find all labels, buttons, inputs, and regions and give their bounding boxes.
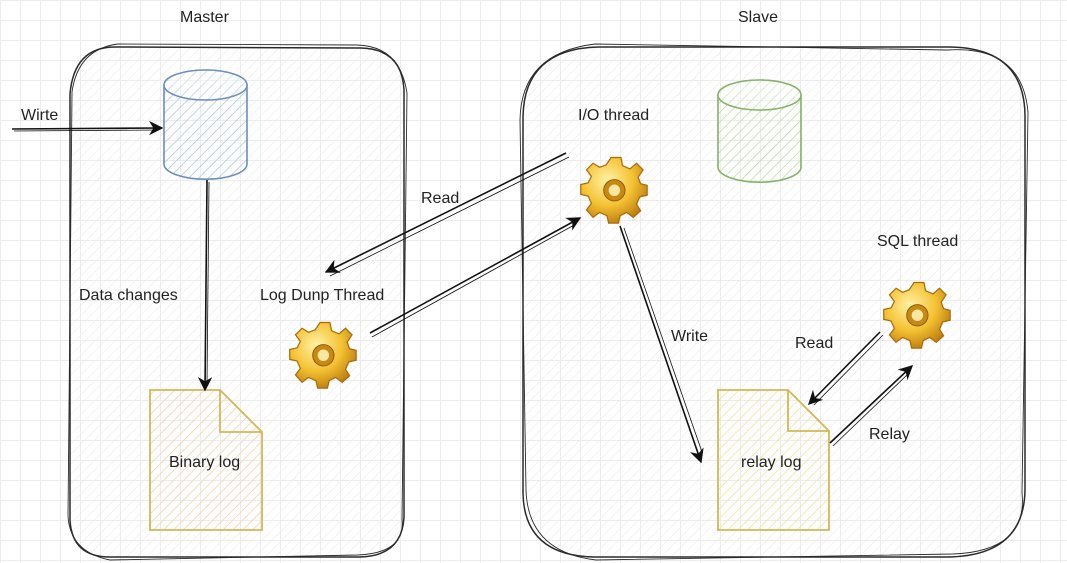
sql-thread-label: SQL thread bbox=[877, 233, 959, 250]
write-relay-arrow bbox=[619, 225, 704, 464]
slave-database-icon bbox=[717, 79, 802, 183]
write-in-label: Wirte bbox=[21, 107, 59, 124]
log-dump-gear-icon bbox=[289, 321, 357, 389]
write-relay-label: Write bbox=[671, 328, 709, 345]
write-in-arrow bbox=[11, 120, 164, 136]
read-request-arrow bbox=[324, 152, 570, 277]
data-changes-label: Data changes bbox=[79, 287, 178, 304]
send-to-io-arrow bbox=[369, 217, 582, 338]
master-title: Master bbox=[180, 9, 229, 26]
io-thread-gear-icon bbox=[580, 156, 648, 224]
relay-to-sql-arrow bbox=[829, 365, 914, 447]
slave-title: Slave bbox=[738, 9, 779, 26]
read-relay-arrow bbox=[807, 331, 884, 406]
slave-container bbox=[519, 43, 1029, 561]
binary-log-label: Binary log bbox=[169, 454, 241, 471]
master-database-icon bbox=[163, 69, 248, 180]
relay-arrow-label: Relay bbox=[869, 426, 910, 443]
binary-log-document-icon bbox=[149, 389, 263, 531]
read-relay-label: Read bbox=[795, 335, 834, 352]
io-thread-label: I/O thread bbox=[578, 107, 650, 124]
read-request-label: Read bbox=[421, 190, 460, 207]
relay-log-label: relay log bbox=[741, 454, 802, 471]
relay-log-document-icon bbox=[717, 389, 830, 531]
sql-thread-gear-icon bbox=[883, 281, 951, 349]
data-changes-arrow bbox=[197, 179, 213, 392]
log-dump-thread-label: Log Dunp Thread bbox=[260, 287, 385, 304]
